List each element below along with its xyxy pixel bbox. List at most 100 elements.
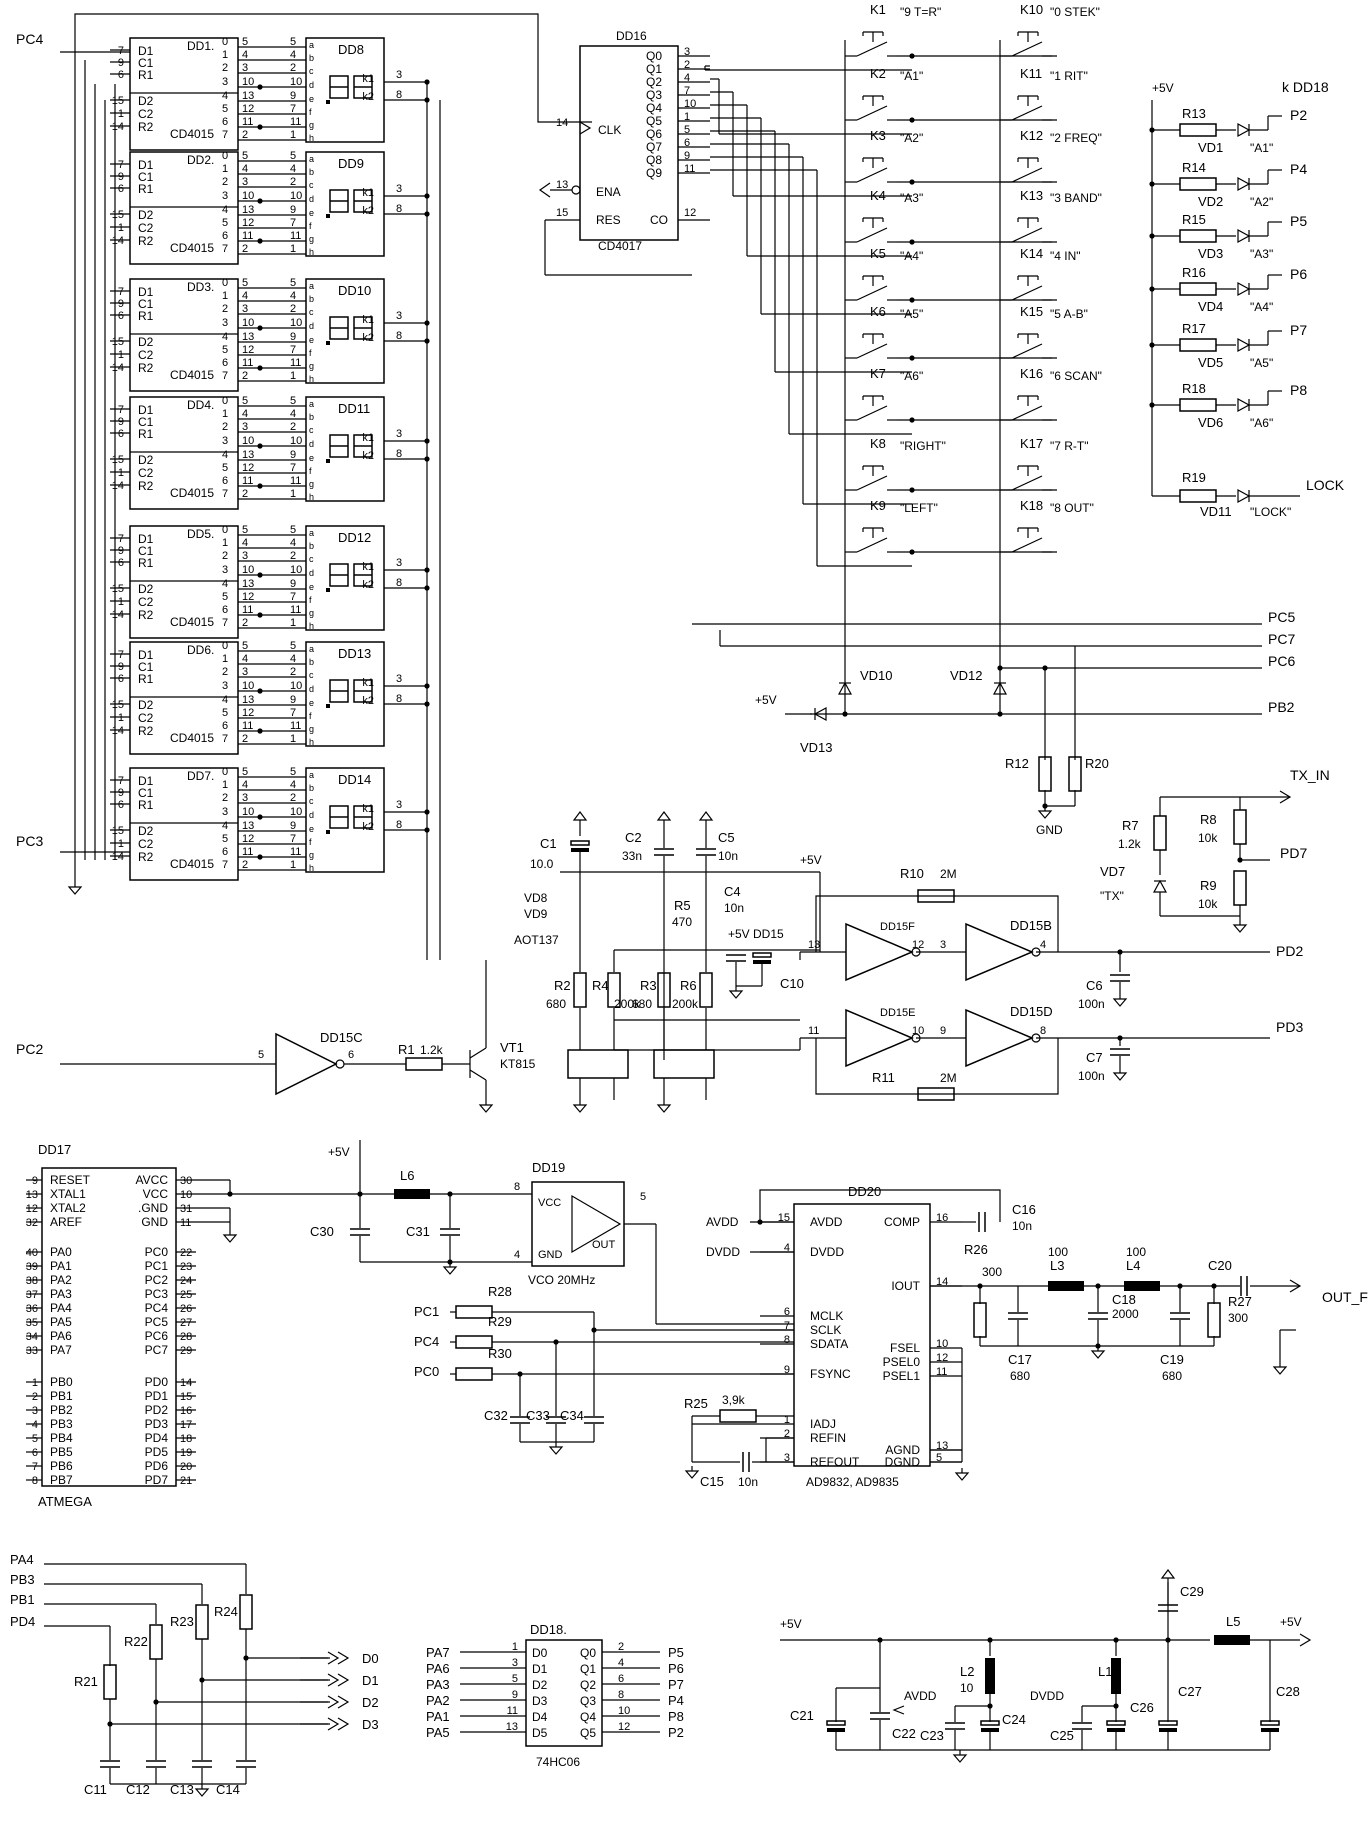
pin-name: D1 <box>138 648 154 662</box>
q-label: 7 <box>222 488 228 500</box>
pin-number: 14 <box>112 480 124 492</box>
r4-resistor <box>607 972 621 1008</box>
pin-number: 9 <box>290 204 296 216</box>
pin-name: .GND <box>138 1201 168 1215</box>
segment-label: h <box>309 863 314 873</box>
pin-name: Q1 <box>580 1662 596 1676</box>
pin-name: PC3 <box>145 1287 169 1301</box>
junction-dot <box>243 1655 249 1661</box>
pin-number: 1 <box>290 129 296 141</box>
segment-label: h <box>309 247 314 257</box>
ground-symbol <box>684 1470 700 1479</box>
segment-label: c <box>309 554 314 564</box>
port-label: PA6 <box>426 1661 450 1676</box>
q-label: 0 <box>222 150 228 162</box>
pin-name: PD0 <box>145 1375 169 1389</box>
pin-number: 3 <box>396 183 402 195</box>
junction-dot <box>997 665 1003 671</box>
pin-name: PD1 <box>145 1389 169 1403</box>
c21-electrolytic <box>826 1720 846 1726</box>
pin-number: 1 <box>118 712 124 724</box>
pin-number: 12 <box>684 207 696 219</box>
port-label: P2 <box>1290 107 1307 123</box>
key-ref: K7 <box>870 366 886 381</box>
pin-name: D2 <box>138 824 154 838</box>
pin-name: Q5 <box>580 1726 596 1740</box>
k-label: k1 <box>362 803 374 815</box>
ground-symbol <box>222 1234 238 1243</box>
ref: R9 <box>1200 878 1217 893</box>
pin-number: 6 <box>118 69 124 81</box>
port-label: P4 <box>1290 161 1307 177</box>
pin-number: 11 <box>242 846 253 858</box>
port-label: PD3 <box>1276 1019 1303 1035</box>
pin-number: 1 <box>118 596 124 608</box>
pin-name: C1 <box>138 297 154 311</box>
pin-number: 7 <box>290 707 296 719</box>
ref: L4 <box>1126 1258 1140 1273</box>
pin-number: 11 <box>290 230 301 242</box>
segment-label: a <box>309 281 314 291</box>
junction-dot <box>842 711 848 717</box>
q-label: 1 <box>222 163 228 175</box>
k-label: k1 <box>362 187 374 199</box>
pin-number: 12 <box>242 591 254 603</box>
q-label: 3 <box>222 435 228 447</box>
dd15c-buffer <box>275 1032 338 1096</box>
segment-label: g <box>309 479 314 489</box>
pin-name: AVCC <box>136 1173 169 1187</box>
value: 1.2k <box>420 1043 444 1057</box>
key-ref: K13 <box>1020 188 1043 203</box>
port-label: PC7 <box>1268 631 1295 647</box>
pin-name: PD7 <box>145 1473 169 1487</box>
segment-label: g <box>309 120 314 130</box>
ref: C32 <box>484 1408 508 1423</box>
key-label: "7 R-T" <box>1050 439 1089 453</box>
pin-number: 13 <box>556 179 568 191</box>
pin-number: 15 <box>112 454 124 466</box>
resistor-ref: R18 <box>1182 381 1206 396</box>
k-label: k2 <box>362 579 374 591</box>
register-chip-name: CD4015 <box>170 731 214 745</box>
switch <box>1011 105 1043 121</box>
q-label: 2 <box>222 792 228 804</box>
pin-number: 7 <box>118 45 124 57</box>
pin-number: 11 <box>290 846 301 858</box>
q-label: 1 <box>222 49 228 61</box>
ref: C17 <box>1008 1352 1032 1367</box>
c24-electrolytic <box>980 1720 1000 1726</box>
pin-name: PD3 <box>145 1417 169 1431</box>
ref: L3 <box>1050 1258 1064 1273</box>
ref: R23 <box>170 1614 194 1629</box>
r23-resistor <box>195 1604 209 1640</box>
segment-label: f <box>309 595 312 605</box>
register-name: DD1. <box>187 39 214 53</box>
port-label: PC2 <box>16 1041 43 1057</box>
decimal-point <box>326 704 330 708</box>
pin-number: 11 <box>290 357 301 369</box>
seven-segment-display <box>305 396 385 502</box>
segment-label: b <box>309 657 314 667</box>
led-label: "A6" <box>1250 416 1273 430</box>
q-label: 7 <box>222 617 228 629</box>
q-label: 2 <box>222 666 228 678</box>
pin-number: 10 <box>290 76 302 88</box>
c27-electrolytic <box>1159 1728 1177 1732</box>
pin-number: 12 <box>936 1352 948 1364</box>
port-label: k DD18 <box>1282 79 1329 95</box>
pin-name: PC6 <box>145 1329 169 1343</box>
q-label: 3 <box>222 806 228 818</box>
pin-name: GND <box>141 1215 168 1229</box>
pin: 5 <box>512 1673 518 1685</box>
arrow-icon <box>337 1651 350 1665</box>
pin-name: C2 <box>138 107 154 121</box>
hex-inverter-chip <box>525 1639 603 1747</box>
ref: C27 <box>1178 1684 1202 1699</box>
pin-number: 9 <box>118 57 124 69</box>
pin-number: 20 <box>180 1461 192 1473</box>
pin-number: 5 <box>242 150 248 162</box>
dac-output: D3 <box>362 1717 379 1732</box>
pin-number: 1 <box>290 488 296 500</box>
pin: 3 <box>940 939 946 951</box>
pin-number: 25 <box>180 1289 192 1301</box>
